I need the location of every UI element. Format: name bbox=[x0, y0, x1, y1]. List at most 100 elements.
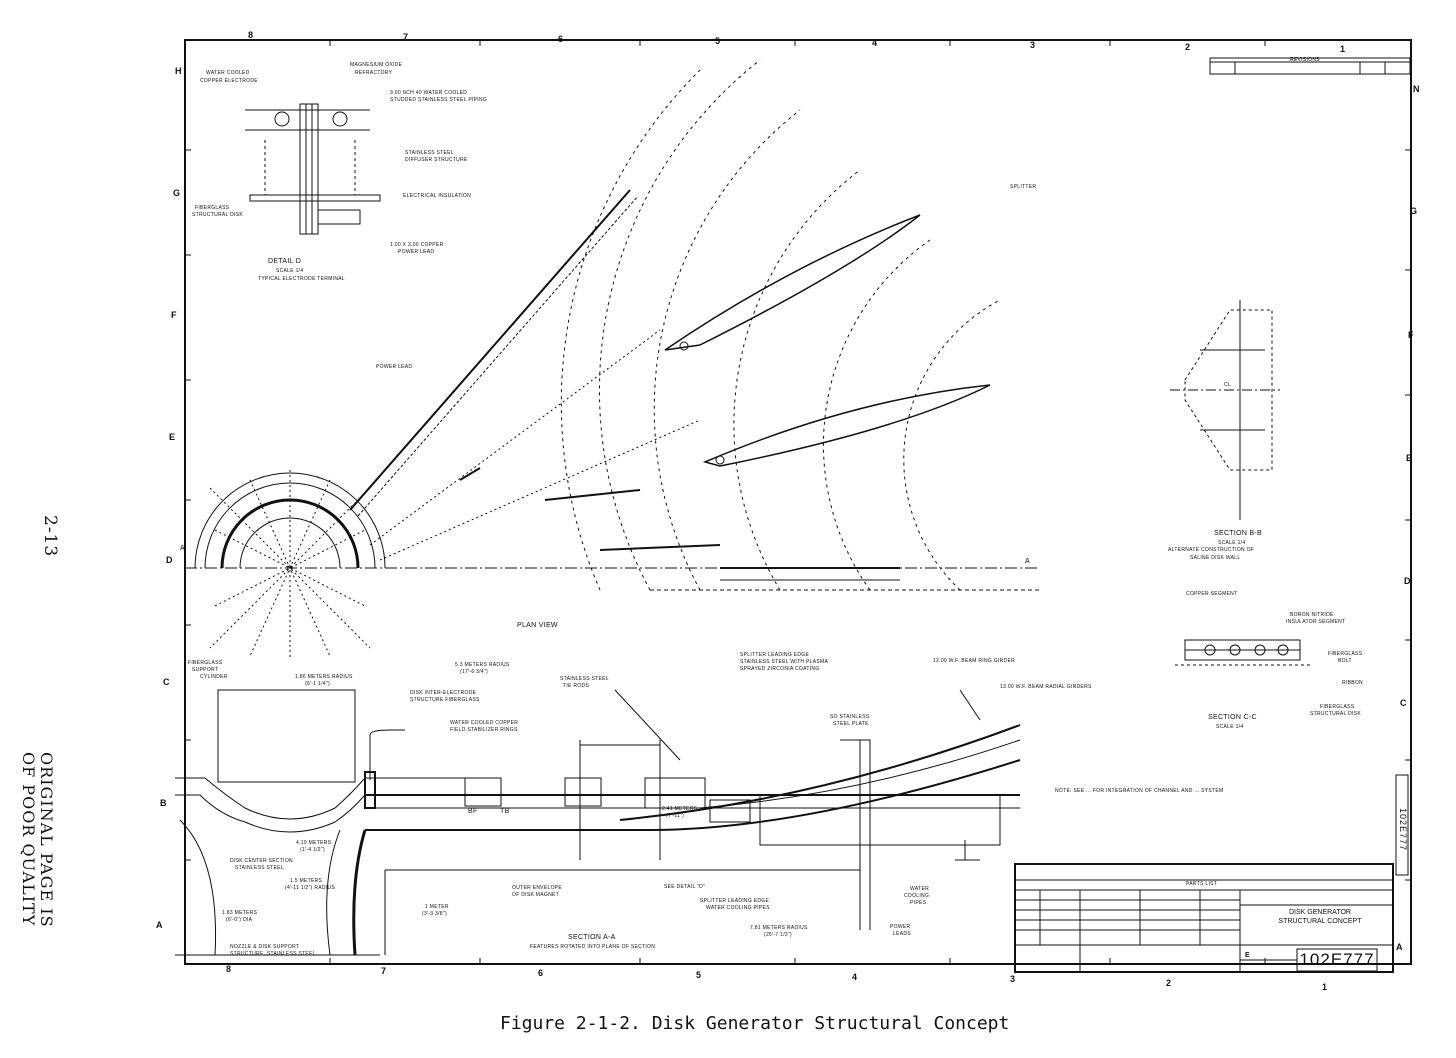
figure-caption: Figure 2-1-2. Disk Generator Structural … bbox=[500, 1013, 1010, 1034]
aa-note: NOTE: SEE ... FOR INTEGRATION OF CHANNEL… bbox=[1055, 788, 1224, 794]
aa-splitter-pipes-2: WATER COOLING PIPES bbox=[706, 905, 770, 911]
section-cc-copper-segment: COPPER SEGMENT bbox=[1186, 591, 1238, 597]
aa-fiberglass-cyl-1: FIBERGLASS bbox=[188, 660, 223, 666]
title-block-title-line2: STRUCTURAL CONCEPT bbox=[1278, 918, 1362, 925]
zone-col-2-bottom: 2 bbox=[1166, 978, 1172, 988]
aa-envelope-1: OUTER ENVELOPE bbox=[512, 885, 563, 891]
zone-col-3-bottom: 3 bbox=[1010, 974, 1016, 984]
aa-power-leads-2: LEADS bbox=[893, 931, 911, 937]
aa-tie-rods-1: STAINLESS STEEL bbox=[560, 676, 609, 682]
splitter-vanes bbox=[664, 214, 991, 467]
zone-row-f: F bbox=[171, 310, 177, 320]
title-block-title-line1: DISK GENERATOR bbox=[1289, 909, 1351, 916]
aa-field-rings-1: WATER COOLED COPPER bbox=[450, 720, 519, 726]
plan-view-title: PLAN VIEW bbox=[517, 622, 558, 629]
detail-d-title: DETAIL D bbox=[268, 258, 302, 265]
revisions-block bbox=[1209, 57, 1411, 75]
aa-leading-edge-2: STAINLESS STEEL WITH PLASMA bbox=[740, 659, 829, 665]
aa-radius-15-ft: (4'-11 1/2") RADIUS bbox=[285, 885, 336, 891]
section-cc-fiber-disk-1: FIBERGLASS bbox=[1320, 704, 1355, 710]
aa-radius-419: 4.19 METERS bbox=[296, 840, 332, 846]
title-block bbox=[1014, 774, 1409, 973]
aa-center-section-2: STAINLESS STEEL bbox=[235, 865, 284, 871]
zone-row-h: H bbox=[175, 66, 182, 76]
aa-inter-electrode-1: DISK INTER-ELECTRODE bbox=[410, 690, 477, 696]
aa-tb: TB bbox=[500, 808, 510, 815]
aa-bf: BF bbox=[468, 808, 478, 815]
zone-col-2-top: 2 bbox=[1185, 42, 1191, 52]
section-cc-ribbon: RIBBON bbox=[1342, 680, 1363, 686]
detail-d-fiberglass-1: FIBERGLASS bbox=[195, 205, 230, 211]
section-cc-fiberglass-bolt-2: BOLT bbox=[1338, 658, 1352, 664]
plan-view-channel bbox=[650, 567, 1040, 591]
title-block-size: E bbox=[1245, 952, 1250, 959]
detail-d-piping-2: STUDDED STAINLESS STEEL PIPING bbox=[390, 97, 488, 103]
zone-row-c: C bbox=[163, 677, 170, 687]
section-bb-cl: CL bbox=[1224, 382, 1231, 388]
detail-d-water-cooled: WATER COOLED bbox=[206, 70, 250, 76]
aa-center-section-1: DISK CENTER SECTION bbox=[230, 858, 293, 864]
zone-row-a: A bbox=[156, 920, 163, 930]
zone-row-d-right: D bbox=[1404, 576, 1411, 586]
aa-inter-electrode-2: STRUCTURE FIBERGLASS bbox=[410, 697, 480, 703]
aa-water-pipes-3: PIPES bbox=[910, 900, 927, 906]
section-cc-boron-2: INSULATOR SEGMENT bbox=[1286, 619, 1346, 625]
aa-steel-plate-1: SO STAINLESS bbox=[830, 714, 870, 720]
plan-view-sector bbox=[560, 59, 1001, 591]
section-aa-drawing bbox=[175, 689, 1021, 956]
aa-radius-53: 5.3 METERS RADIUS bbox=[455, 662, 510, 668]
zone-col-7-top: 7 bbox=[403, 32, 409, 42]
zone-row-d: D bbox=[166, 555, 173, 565]
zone-row-g: G bbox=[173, 188, 181, 198]
zone-col-1-top: 1 bbox=[1340, 44, 1346, 54]
zone-col-3-top: 3 bbox=[1030, 40, 1036, 50]
section-cc-fiberglass-bolt-1: FIBERGLASS bbox=[1328, 651, 1363, 657]
aa-radius-186-ft: (6'-1 1/4") bbox=[305, 681, 330, 687]
aa-fiberglass-cyl-2: SUPPORT bbox=[192, 667, 219, 673]
side-drawing-number: 102E777 bbox=[1398, 808, 1408, 852]
zone-row-c-right: C bbox=[1400, 698, 1407, 708]
zone-col-8-bottom: 8 bbox=[226, 964, 232, 974]
aa-fiberglass-cyl-3: CYLINDER bbox=[200, 674, 228, 680]
zone-row-a-right: A bbox=[1396, 942, 1403, 952]
aa-radius-419-ft: (1'-4 1/2") bbox=[300, 847, 325, 853]
zone-ticks bbox=[185, 40, 1411, 964]
zone-col-4-top: 4 bbox=[872, 38, 878, 48]
detail-d-subtitle: TYPICAL ELECTRODE TERMINAL bbox=[258, 276, 345, 282]
aa-radial-girder: 12.00 W.F. BEAM RADIAL GIRDERS bbox=[1000, 684, 1092, 690]
zone-row-b: B bbox=[160, 798, 167, 808]
aa-dia-183-ft: (6'-0") DIA bbox=[226, 917, 253, 923]
aa-radius-53-ft: (17'-6 3/4") bbox=[460, 669, 489, 675]
aa-radius-241-ft: (7'-11") bbox=[666, 813, 685, 819]
plan-view-splitter: SPLITTER bbox=[1010, 184, 1037, 190]
zone-col-4-bottom: 4 bbox=[852, 972, 858, 982]
detail-d-piping-1: 3.00 SCH 40 WATER COOLED bbox=[390, 90, 468, 96]
aa-power-leads-1: POWER bbox=[890, 924, 911, 930]
aa-radius-186: 1.86 METERS RADIUS bbox=[295, 674, 353, 680]
zone-col-1-bottom: 1 bbox=[1322, 982, 1328, 992]
section-bb-title: SECTION B-B bbox=[1214, 530, 1263, 537]
aa-title: SECTION A-A bbox=[568, 934, 616, 941]
aa-water-pipes-2: COOLING bbox=[904, 893, 930, 899]
revisions-label: REVISIONS bbox=[1290, 57, 1320, 63]
zone-col-8-top: 8 bbox=[248, 30, 254, 40]
aa-radius-781-ft: (25'-7 1/2") bbox=[764, 932, 793, 938]
section-cc-boron-1: BORON NITRIDE bbox=[1290, 612, 1334, 618]
section-cc-fiber-disk-2: STRUCTURAL DISK bbox=[1310, 711, 1361, 717]
aa-radius-15: 1.5 METERS bbox=[290, 878, 323, 884]
zone-col-6-bottom: 6 bbox=[538, 968, 544, 978]
drawing-number: 102E777 bbox=[1299, 950, 1375, 969]
detail-d-power-lead-1: 1.00 x 3.00 COPPER bbox=[390, 242, 444, 248]
plan-view-power-lead: POWER LEAD bbox=[376, 364, 413, 370]
sheet-border bbox=[184, 39, 1412, 965]
zone-row-e-right: E bbox=[1406, 453, 1413, 463]
zone-row-f-right: F bbox=[1408, 330, 1414, 340]
section-cc-title: SECTION C-C bbox=[1208, 714, 1257, 721]
plan-view-hub bbox=[185, 470, 1040, 660]
aa-tie-rods-2: TIE RODS bbox=[563, 683, 590, 689]
zone-col-6-top: 6 bbox=[558, 34, 564, 44]
aa-nozzle-2: STRUCTURE, STAINLESS STEEL bbox=[230, 951, 316, 957]
zone-col-5-top: 5 bbox=[715, 36, 721, 46]
plan-view-section-mark-left: A bbox=[180, 545, 185, 552]
